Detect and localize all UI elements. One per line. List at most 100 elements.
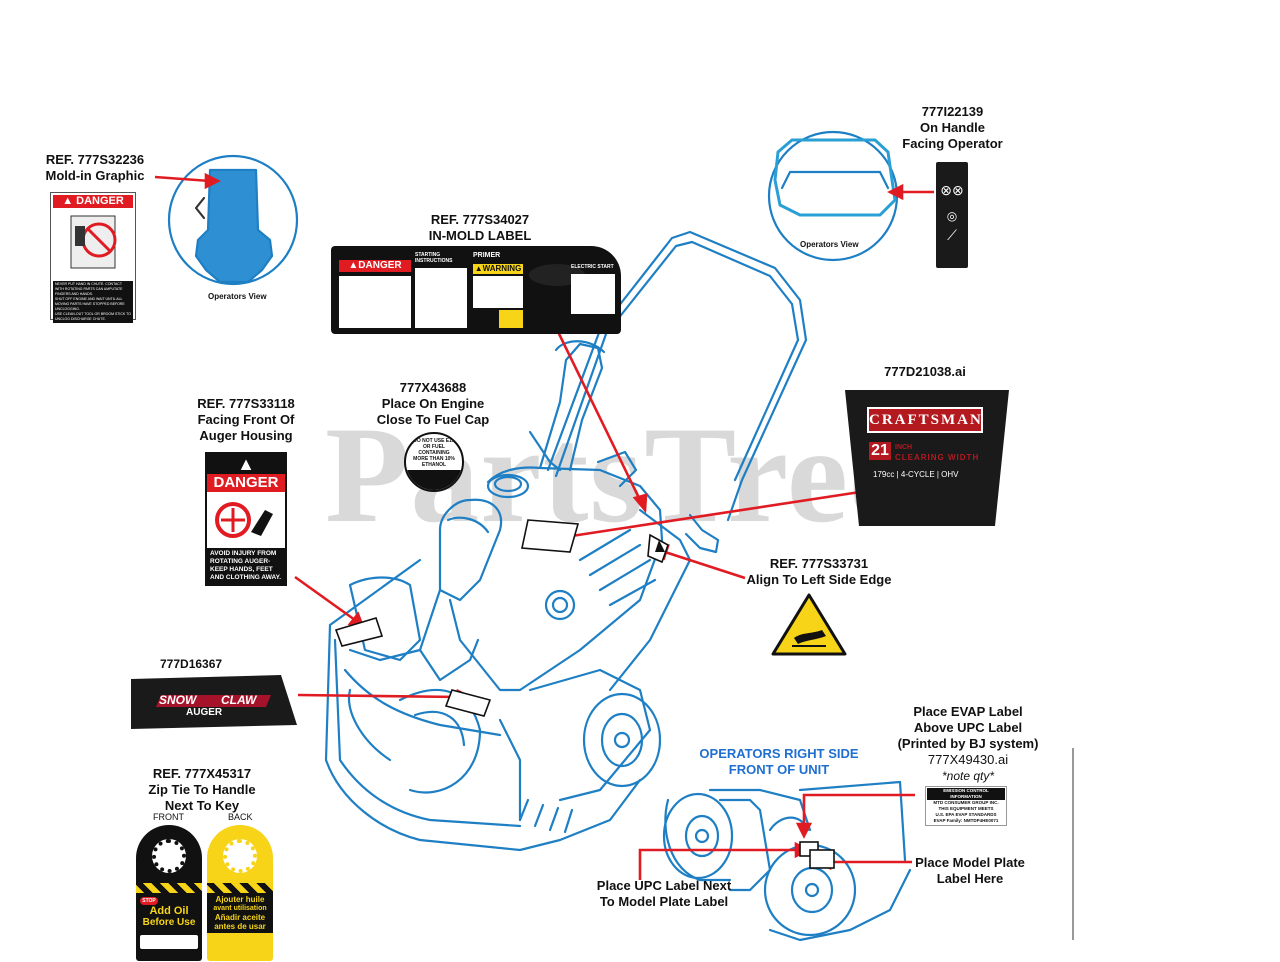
key-icon: ◎ (946, 209, 958, 223)
left-side-caption: REF. 777S33731 Align To Left Side Edge (744, 556, 894, 588)
warning-triangle-icon: ▲ (237, 454, 255, 474)
handle-view-label: Operators View (800, 240, 859, 249)
in-mold-danger: ▲DANGER (339, 260, 411, 272)
handle-decal: ⊗⊗ ◎ ⟋ (936, 162, 968, 268)
arrow-snow-claw (297, 693, 461, 699)
in-mold-ref: REF. 777S34027 (430, 212, 530, 227)
evap-caption: Place EVAP Label Above UPC Label (Printe… (890, 704, 1046, 784)
mold-in-circle (167, 154, 299, 286)
craftsman-size: 21 (869, 442, 891, 460)
craftsman-logo: CRAFTSMAN (867, 407, 983, 433)
in-mold-panel-mid (415, 268, 467, 328)
right-side-line2: FRONT OF UNIT (728, 762, 830, 777)
right-side-line1: OPERATORS RIGHT SIDE (699, 746, 859, 761)
zip-tie-back-text-2: avant utilisation (213, 905, 267, 912)
craftsman-clearing: CLEARING WIDTH (895, 453, 980, 462)
upc-caption: Place UPC Label Next To Model Plate Labe… (592, 878, 736, 910)
fuel-cap-ref: 777X43688 (399, 380, 467, 395)
zip-tie-line2: Next To Key (164, 798, 240, 813)
zip-tie-front-text-1: Add Oil (149, 905, 189, 917)
mold-in-ref: REF. 777S32236 (45, 152, 145, 167)
mold-in-danger-header: ▲ DANGER (53, 195, 133, 208)
evap-line1: Place EVAP Label (913, 704, 1023, 719)
zip-tie-front-tag: STOP Add Oil Before Use (136, 825, 202, 961)
warning-triangle-icon: ▲ (62, 195, 74, 207)
in-mold-warning: ▲WARNING (473, 264, 523, 274)
zip-tie-front-label: FRONT (153, 812, 184, 822)
fuel-cap-line1: Place On Engine (381, 396, 485, 411)
snow-claw-ref: 777D16367 (160, 657, 223, 671)
craftsman-ref: 777D21038.ai (884, 364, 966, 379)
evap-label-line: MTD CONSUMER GROUP INC. (933, 800, 999, 805)
in-mold-choke: CHOKE BELOW (415, 324, 453, 330)
warning-triangle-icon: ▲ (474, 264, 483, 273)
zip-tie-back-text-4: antes de usar (214, 922, 266, 931)
handle-caption: 777I22139 On Handle Facing Operator (895, 104, 1010, 152)
upc-line2: To Model Plate Label (599, 894, 729, 909)
in-mold-caption: REF. 777S34027 IN-MOLD LABEL (410, 212, 550, 244)
zip-tie-back-tag: Ajouter huile avant utilisation Añadir a… (207, 825, 273, 961)
fuel-cap-caption: 777X43688 Place On Engine Close To Fuel … (373, 380, 493, 428)
evap-label-line: U.S. EPA EVAP STANDARDS (935, 812, 997, 817)
in-mold-panel-warn (473, 276, 523, 308)
craftsman-inch: INCH (895, 444, 913, 451)
evap-line2: Above UPC Label (913, 720, 1023, 735)
lever-icon: ⟋ (947, 227, 957, 243)
fuel-cap-line2: Close To Fuel Cap (376, 412, 490, 427)
in-mold-panel-right (571, 274, 615, 314)
arrow-in-mold (543, 304, 642, 501)
hand-in-chute-icon (70, 215, 117, 269)
upc-line1: Place UPC Label Next (596, 878, 732, 893)
placed-label-engine (521, 519, 580, 553)
model-plate-line2: Label Here (936, 871, 1004, 886)
auger-danger-text: DANGER (207, 474, 285, 492)
zip-tie-line1: Zip Tie To Handle (148, 782, 256, 797)
evap-note: *note qty* (941, 769, 995, 783)
sun-gear-icon (152, 839, 186, 873)
craftsman-specs: 179cc | 4-CYCLE | OHV (873, 470, 959, 479)
rotating-auger-icon (207, 492, 285, 548)
mold-in-desc: Mold-in Graphic (45, 168, 145, 183)
fuel-cap-decal: DO NOT USE E15 OR FUEL CONTAINING MORE T… (404, 432, 464, 492)
left-side-ref: REF. 777S33731 (769, 556, 869, 571)
in-mold-primer: PRIMER (473, 252, 501, 259)
zip-tie-back-text-1: Ajouter huile (215, 895, 265, 904)
placed-label-plate (809, 849, 835, 869)
right-side-caption: OPERATORS RIGHT SIDE FRONT OF UNIT (696, 746, 862, 778)
auger-danger-instructions: AVOID INJURY FROM ROTATING AUGER- KEEP H… (210, 550, 282, 581)
auger-housing-line2: Auger Housing (199, 428, 293, 443)
snow-claw-auger: AUGER (186, 707, 223, 718)
mold-in-bullet: USE CLEAN-OUT TOOL OR BROOM STICK TO UNC… (55, 312, 131, 321)
in-mold-desc: IN-MOLD LABEL (428, 228, 532, 243)
evap-label-line: THIS EQUIPMENT MEETS (938, 806, 994, 811)
placed-label-auger (334, 617, 384, 647)
handle-line1: On Handle (919, 120, 985, 135)
zip-tie-ref: REF. 777X45317 (152, 766, 252, 781)
zip-tie-caption: REF. 777X45317 Zip Tie To Handle Next To… (140, 766, 264, 814)
snow-claw-decal: SNOW CLAW AUGER (131, 675, 297, 729)
auger-housing-caption: REF. 777S33118 Facing Front Of Auger Hou… (190, 396, 302, 444)
craftsman-decal: CRAFTSMAN 21 INCH CLEARING WIDTH 179cc |… (845, 390, 1009, 526)
mold-in-danger-text: DANGER (76, 195, 124, 207)
evap-decal: EMISSION CONTROL INFORMATION MTD CONSUME… (925, 786, 1007, 826)
evap-label-line: EVAP Family: NMTDP4HE0071 (933, 818, 999, 823)
handle-line2: Facing Operator (902, 136, 1003, 151)
handle-outline (546, 230, 808, 522)
auger-danger-decal: ▲ DANGER AVOID INJURY FROM ROTATING AUGE… (205, 452, 287, 586)
placed-label-front (444, 689, 492, 717)
sun-gear-icon (223, 839, 257, 873)
model-plate-caption: Place Model Plate Label Here (912, 855, 1028, 887)
arrow-upc (638, 848, 798, 880)
evap-line3: (Printed by BJ system) (897, 736, 1039, 751)
mold-in-view-label: Operators View (208, 292, 267, 301)
auger-icon: ⊗⊗ (940, 182, 964, 198)
warning-triangle-icon: ▲ (348, 260, 359, 271)
mold-in-danger-decal: ▲ DANGER NEVER PUT HAND IN CHUTE. CONTAC… (50, 192, 136, 323)
arrow-auger-housing (294, 575, 356, 622)
hot-surface-warning-icon (771, 593, 847, 656)
zip-tie-back-label: BACK (228, 812, 253, 822)
arrow-left-side (664, 550, 746, 580)
mold-in-bullet: NEVER PUT HAND IN CHUTE. CONTACT WITH RO… (55, 282, 123, 296)
zip-tie-front-text-2: Before Use (142, 917, 196, 928)
